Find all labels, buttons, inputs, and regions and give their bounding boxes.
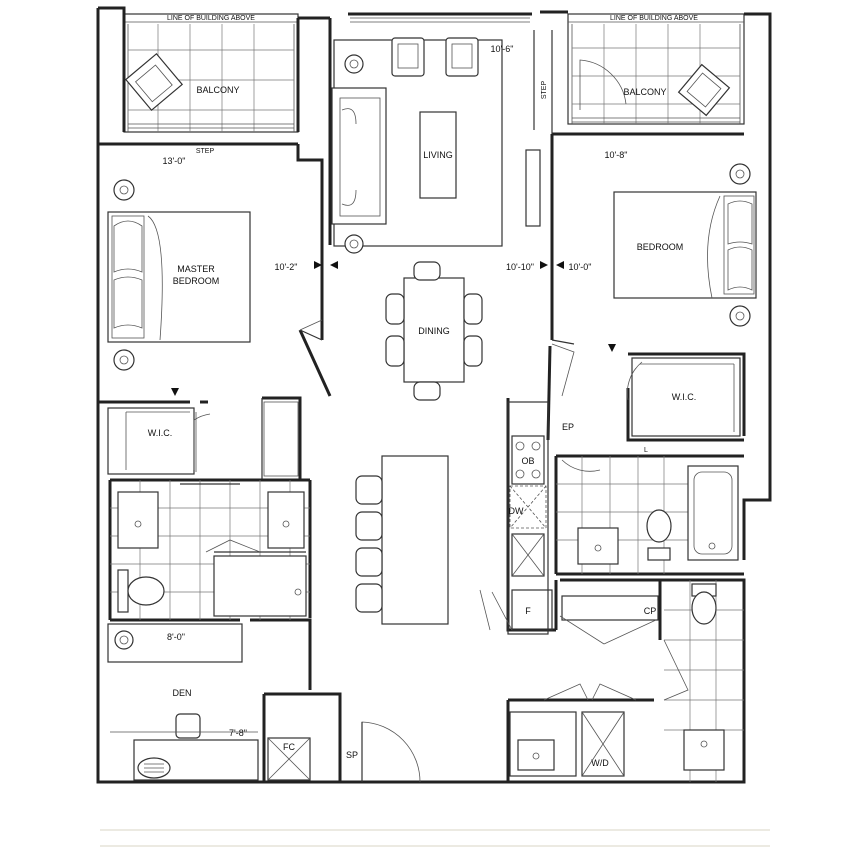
master-depth-dimension: 10'-2" [275,262,298,272]
door-swings [195,319,575,472]
dining-label: DINING [418,326,450,336]
master-bedroom-furniture [107,179,251,371]
cp-label: CP [644,606,657,616]
step-right-label: STEP [541,81,548,100]
sp-label: SP [346,750,358,760]
closet-entry [267,589,491,783]
wic-right [627,357,741,437]
wic-right-label: W.I.C. [672,392,697,402]
master-bedroom-label-line1: MASTER [177,264,215,274]
bedroom-label: BEDROOM [637,242,684,252]
bedroom-depth-dimension: 10'-0" [569,262,592,272]
balcony-right-label: BALCONY [623,87,666,97]
dining-dimension: 10'-10" [506,262,534,272]
ep-label: EP [562,422,574,432]
interior-walls [98,134,746,784]
living-label: LIVING [423,150,453,160]
dimension-arrows [171,261,616,396]
bedroom-width-dimension: 10'-8" [605,150,628,160]
bedroom-furniture [613,163,757,327]
wic-left [107,401,299,477]
den [107,623,259,781]
balcony-right [567,13,745,125]
balcony-left [123,13,299,133]
bedroom-ensuite [556,456,739,574]
dining-furniture [385,261,483,401]
line-above-right-label: LINE OF BUILDING ABOVE [610,15,698,22]
den-width-dimension: 8'-0" [167,632,185,642]
window-lines [128,17,740,129]
l-label: L [644,447,648,454]
wic-left-label: W.I.C. [148,428,173,438]
den-label: DEN [172,688,191,698]
master-bedroom-label-line2: BEDROOM [173,276,220,286]
den-depth-dimension: 7'-8" [229,728,247,738]
master-ensuite [110,480,310,620]
living-dimension: 10'-6" [491,44,514,54]
kitchen [355,401,553,635]
wd-label: W/D [591,758,609,768]
step-left-label: STEP [196,148,215,155]
living-furniture [331,37,541,254]
master-width-dimension: 13'-0" [163,156,186,166]
fc-label: FC [283,742,295,752]
dw-label: DW [509,506,524,516]
ob-label: OB [521,456,534,466]
f-label: F [525,606,531,616]
exterior-walls [96,6,772,784]
line-above-left-label: LINE OF BUILDING ABOVE [167,15,255,22]
balcony-left-label: BALCONY [196,85,239,95]
powder-laundry [509,580,744,782]
